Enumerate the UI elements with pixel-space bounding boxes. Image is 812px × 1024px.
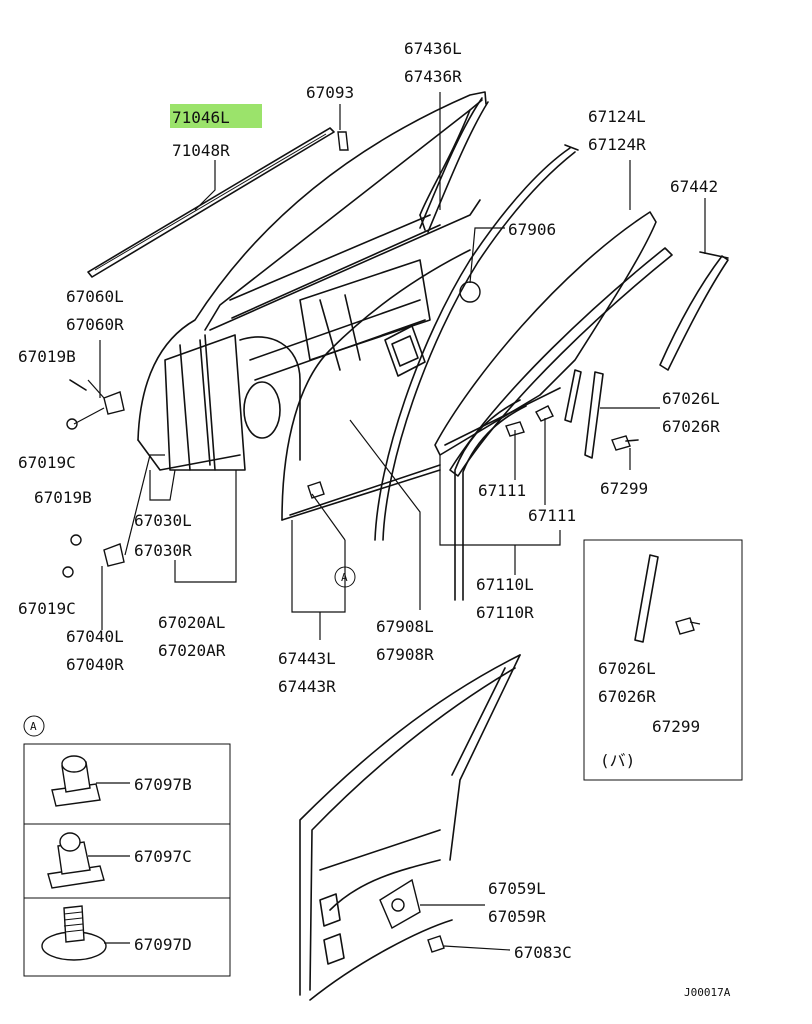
label-67110L: 67110L <box>476 575 534 594</box>
glass-run <box>374 97 579 541</box>
clip-67111 <box>505 421 525 437</box>
label-67436R: 67436R <box>404 67 462 86</box>
callout-a-text: A <box>341 571 348 584</box>
variant-inset <box>583 539 743 781</box>
bolt-67093 <box>337 131 349 151</box>
label-67442: 67442 <box>670 177 718 196</box>
label-67026R: 67026R <box>662 417 720 436</box>
label-67019C: 67019C <box>18 453 76 472</box>
label-67111: 67111 <box>478 481 526 500</box>
label-67097C: 67097C <box>134 847 192 866</box>
label-67110R: 67110R <box>476 603 534 622</box>
label-67906: 67906 <box>508 220 556 239</box>
label-67040L: 67040L <box>66 627 124 646</box>
label-67111: 67111 <box>528 506 576 525</box>
hinge-upper <box>66 379 125 430</box>
label-67026L: 67026L <box>598 659 656 678</box>
label-67124R: 67124R <box>588 135 646 154</box>
beltline-moulding <box>87 127 335 278</box>
label-67020AR: 67020AR <box>158 641 226 660</box>
label-67436L: 67436L <box>404 39 462 58</box>
label-67059R: 67059R <box>488 907 546 926</box>
door-lock-detail <box>299 654 521 1001</box>
label-67026R: 67026R <box>598 687 656 706</box>
inset-note: (バ) <box>600 751 635 770</box>
label-67299: 67299 <box>600 479 648 498</box>
door-panel <box>137 91 487 521</box>
leader-lines <box>73 92 706 640</box>
callout-a-text: A <box>30 720 37 733</box>
label-67030L: 67030L <box>134 511 192 530</box>
callout-a-legend <box>23 715 45 737</box>
label-67060R: 67060R <box>66 315 124 334</box>
part-labels: 71046L 71048R 67093 67436L 67436R 67124L… <box>18 39 731 999</box>
label-67124L: 67124L <box>588 107 646 126</box>
label-67040R: 67040R <box>66 655 124 674</box>
label-67083C: 67083C <box>514 943 572 962</box>
label-67019B: 67019B <box>34 488 92 507</box>
label-71046L: 71046L <box>172 108 230 127</box>
part-number-highlight <box>170 104 262 128</box>
label-67030R: 67030R <box>134 541 192 560</box>
label-67059L: 67059L <box>488 879 546 898</box>
label-67097B: 67097B <box>134 775 192 794</box>
label-67093: 67093 <box>306 83 354 102</box>
label-67097D: 67097D <box>134 935 192 954</box>
label-67019C: 67019C <box>18 599 76 618</box>
label-67299: 67299 <box>652 717 700 736</box>
label-67019B: 67019B <box>18 347 76 366</box>
bolt-67299 <box>611 435 639 451</box>
label-67908R: 67908R <box>376 645 434 664</box>
callout-a-main <box>334 566 356 588</box>
label-71048R: 71048R <box>172 141 230 160</box>
clip-a <box>307 481 325 499</box>
label-67026L: 67026L <box>662 389 720 408</box>
label-67020AL: 67020AL <box>158 613 225 632</box>
fastener-legend <box>23 743 231 977</box>
label-67060L: 67060L <box>66 287 124 306</box>
clip-67111 <box>535 405 554 422</box>
label-67443L: 67443L <box>278 649 336 668</box>
label-67908L: 67908L <box>376 617 434 636</box>
window-channel <box>454 399 527 601</box>
label-67443R: 67443R <box>278 677 336 696</box>
hinge-lower <box>62 534 125 578</box>
sash-channel <box>564 369 604 459</box>
diagram-id: J00017A <box>684 986 731 999</box>
